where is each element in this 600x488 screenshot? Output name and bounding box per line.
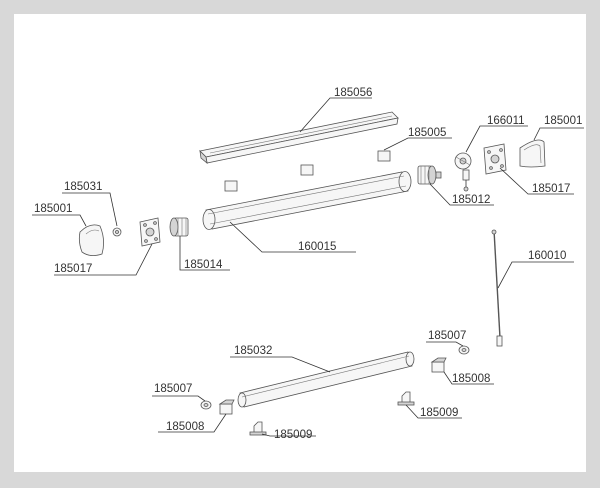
roller-tube-160015 — [202, 171, 412, 230]
label-185031: 185031 — [64, 181, 102, 193]
leader-185032 — [230, 356, 331, 373]
leader-185009-left — [261, 433, 316, 437]
leader-160010 — [497, 261, 574, 289]
label-185007-right: 185007 — [428, 330, 466, 342]
leader-185031 — [62, 192, 118, 227]
gear-166011 — [454, 152, 472, 192]
clip-185005 — [224, 150, 391, 192]
clip-185009-right — [397, 391, 415, 406]
screw-185031 — [112, 227, 122, 237]
bracket-185017-left — [139, 217, 161, 247]
label-166011: 166011 — [487, 115, 525, 127]
end-cap-185012 — [417, 165, 442, 185]
leader-185009-right — [405, 404, 462, 419]
label-185008-left: 185008 — [166, 421, 204, 433]
end-cover-185001-left — [78, 224, 104, 256]
leader-185005 — [383, 137, 452, 151]
end-piece-185008-right — [430, 357, 447, 373]
clip-185009-left — [249, 421, 267, 436]
leader-185014 — [179, 236, 230, 271]
label-185012: 185012 — [452, 194, 490, 206]
label-185017-right: 185017 — [532, 183, 570, 195]
label-185032: 185032 — [234, 345, 272, 357]
label-185009-right: 185009 — [420, 407, 458, 419]
label-185008-right: 185008 — [452, 373, 490, 385]
label-160015: 160015 — [298, 241, 336, 253]
label-185007-left: 185007 — [154, 383, 192, 395]
leader-166011 — [465, 125, 528, 153]
leader-185001-left — [32, 214, 87, 227]
cap-185007-right — [458, 345, 470, 355]
leader-185056 — [299, 97, 372, 133]
bottom-bar-185032 — [237, 351, 415, 408]
leader-185007-right — [426, 341, 464, 347]
label-185017-left: 185017 — [54, 263, 92, 275]
label-185014: 185014 — [184, 259, 223, 271]
leader-185001-right — [533, 127, 584, 141]
leader-185012 — [429, 183, 494, 206]
label-185056: 185056 — [334, 87, 372, 99]
exploded-parts-diagram: 185056 185005 160015 185012 166011 — [14, 14, 586, 472]
leader-185017-left — [54, 243, 153, 276]
leader-185017-right — [499, 167, 574, 195]
leader-185008-right — [443, 371, 494, 385]
leader-185007-left — [152, 395, 206, 402]
end-piece-185008-left — [218, 399, 235, 415]
label-185009-left: 185009 — [274, 429, 312, 441]
label-185001-left: 185001 — [34, 203, 72, 215]
end-cap-185014 — [169, 217, 189, 237]
leader-160015 — [229, 221, 356, 253]
end-cover-185001-right — [519, 139, 546, 168]
profile-185056 — [199, 111, 399, 164]
label-185001-right: 185001 — [544, 115, 582, 127]
label-185005: 185005 — [408, 127, 446, 139]
label-160010: 160010 — [528, 250, 566, 262]
leader-185008-left — [158, 413, 227, 433]
crank-rod-160010 — [491, 229, 503, 347]
bracket-185017-right — [483, 143, 507, 175]
cap-185007-left — [200, 400, 212, 410]
